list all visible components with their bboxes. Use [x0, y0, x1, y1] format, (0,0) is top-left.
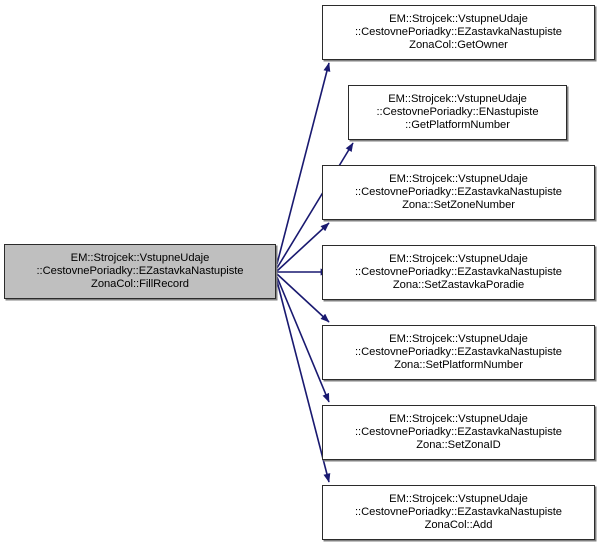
node-setplatformnumber-label: EM::Strojcek::VstupneUdaje ::CestovnePor… — [355, 332, 562, 372]
node-fillrecord[interactable]: EM::Strojcek::VstupneUdaje ::CestovnePor… — [4, 244, 276, 299]
node-setzonenumber-label: EM::Strojcek::VstupneUdaje ::CestovnePor… — [355, 172, 562, 212]
edge-to-getowner — [276, 62, 331, 265]
node-fillrecord-label: EM::Strojcek::VstupneUdaje ::CestovnePor… — [36, 251, 244, 291]
node-setzonenumber[interactable]: EM::Strojcek::VstupneUdaje ::CestovnePor… — [322, 165, 595, 220]
node-add[interactable]: EM::Strojcek::VstupneUdaje ::CestovnePor… — [322, 485, 595, 540]
node-setplatformnumber[interactable]: EM::Strojcek::VstupneUdaje ::CestovnePor… — [322, 325, 595, 380]
node-getplatformnumber-label: EM::Strojcek::VstupneUdaje ::CestovnePor… — [376, 92, 539, 132]
node-setzastavkaporadie[interactable]: EM::Strojcek::VstupneUdaje ::CestovnePor… — [322, 245, 595, 300]
node-setzonaid-label: EM::Strojcek::VstupneUdaje ::CestovnePor… — [355, 412, 562, 452]
node-getowner[interactable]: EM::Strojcek::VstupneUdaje ::CestovnePor… — [322, 5, 595, 60]
node-add-label: EM::Strojcek::VstupneUdaje ::CestovnePor… — [355, 492, 562, 532]
node-setzonaid[interactable]: EM::Strojcek::VstupneUdaje ::CestovnePor… — [322, 405, 595, 460]
node-getplatformnumber[interactable]: EM::Strojcek::VstupneUdaje ::CestovnePor… — [348, 85, 567, 140]
node-getowner-label: EM::Strojcek::VstupneUdaje ::CestovnePor… — [355, 12, 562, 52]
node-setzastavkaporadie-label: EM::Strojcek::VstupneUdaje ::CestovnePor… — [355, 252, 562, 292]
